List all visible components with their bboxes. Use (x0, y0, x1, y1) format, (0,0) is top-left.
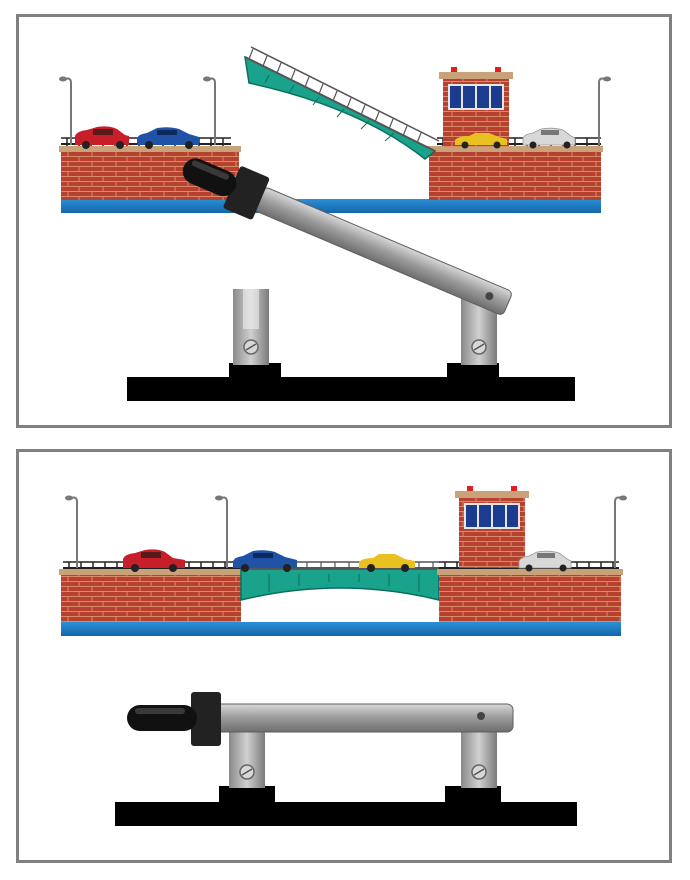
raised-bridge-leaf (244, 46, 440, 160)
blue-car-icon (137, 127, 199, 149)
blue-car-icon (233, 550, 297, 572)
panel-closed-switch (16, 449, 672, 863)
left-bank (59, 561, 243, 622)
lowered-switch-blade (214, 703, 514, 733)
yellow-car-icon (359, 554, 415, 572)
white-car-icon (522, 127, 576, 149)
water (61, 199, 601, 213)
switch-handle (127, 692, 221, 746)
left-clamp-foot (219, 786, 275, 804)
closed-bridge-diagram (59, 486, 627, 826)
switch-handle (182, 158, 270, 220)
panel-open-switch (16, 14, 672, 428)
switch-base (127, 377, 575, 401)
red-car-icon (123, 549, 185, 572)
street-lamp-icon (598, 77, 606, 145)
open-bridge-diagram (59, 46, 611, 401)
water (61, 622, 621, 636)
switch-base (115, 802, 577, 826)
white-car-icon (518, 550, 572, 572)
right-bank (427, 137, 603, 200)
yellow-car-icon (455, 133, 507, 149)
left-clamp (233, 289, 269, 365)
right-clamp-foot (447, 363, 499, 379)
control-tower (455, 486, 529, 568)
red-car-icon (75, 126, 129, 149)
right-clamp-foot (445, 786, 501, 804)
left-clamp-foot (229, 363, 281, 379)
